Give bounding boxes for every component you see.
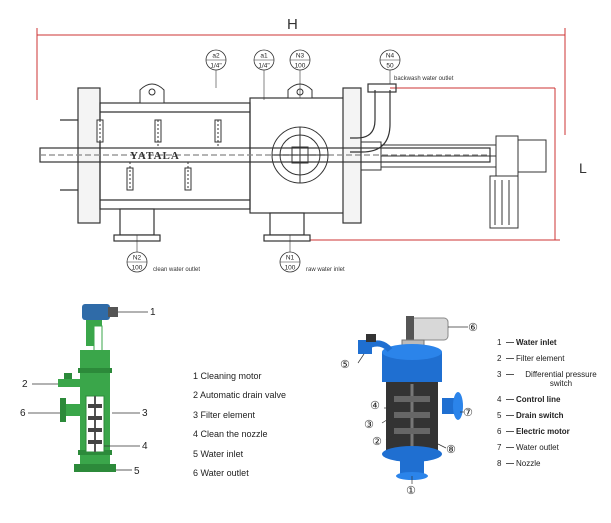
legend-right-number: 3: [497, 370, 502, 379]
label-raw-inlet: raw water inlet: [306, 267, 345, 273]
callout-7: ⑦: [463, 406, 473, 419]
photo-green-filter: 1 2 3 6 4 5: [20, 304, 156, 477]
callout-6: 6: [20, 408, 26, 419]
port-top-label: a2: [212, 53, 220, 60]
cleaning-motor-icon: [82, 304, 110, 320]
motor-assembly: [360, 135, 547, 229]
legend-right-dash: [506, 463, 514, 465]
legend-right-dash: [506, 374, 514, 376]
legend-right-text: Differential pressure switch: [525, 370, 597, 388]
dimension-h: [36, 28, 566, 135]
electric-motor-icon: [409, 317, 449, 341]
engineering-drawing: H L YATALA: [36, 16, 587, 273]
port-bottom-label: 100: [295, 63, 306, 70]
port-bottom-label: 1/4": [258, 63, 270, 70]
dimension-h-label: H: [287, 16, 298, 33]
legend-left-item: 2 Automatic drain valve: [193, 390, 287, 401]
support-lugs: [139, 83, 313, 104]
port-bottom-label: 100: [285, 265, 296, 272]
legend-right-number: 2: [497, 354, 502, 363]
callout-8: ⑧: [446, 443, 456, 456]
callout-4: 4: [142, 441, 148, 452]
legend-right-number: 1: [497, 338, 502, 347]
nozzle-assemblies: [96, 119, 222, 191]
legend-right-text: Control line: [516, 395, 561, 404]
legend-left-item: 1 Cleaning motor: [193, 371, 262, 381]
legend-left-item: 5 Water inlet: [193, 448, 244, 459]
callout-5: 5: [134, 466, 140, 477]
dimension-l: [300, 87, 560, 241]
port-marker: a1 1/4": [253, 49, 275, 100]
port-top-label: N1: [286, 255, 295, 262]
dimension-l-label: L: [579, 160, 587, 176]
legend-right-text: Filter element: [516, 354, 565, 363]
legend-right-dash: [506, 415, 514, 417]
legend-right-item: 3 Differential pressure switch: [497, 370, 606, 388]
legend-right-text: Water outlet: [516, 443, 559, 452]
legend-right-number: 7: [497, 443, 502, 452]
legend-left-item: 4 Clean the nozzle: [193, 429, 268, 440]
callout-3: ③: [364, 418, 374, 431]
callout-3: 3: [142, 408, 148, 419]
legend-right-dash: [506, 447, 514, 449]
callout-1: 1: [150, 307, 156, 318]
port-top-label: a1: [260, 53, 268, 60]
port-top-label: N4: [386, 53, 395, 60]
port-top-label: N2: [133, 255, 142, 262]
legend-right-item: 7 Water outlet: [497, 443, 559, 452]
callout-5: ⑤: [340, 358, 350, 371]
port-bottom-label: 100: [132, 265, 143, 272]
legend-right-text: Water inlet: [516, 338, 557, 347]
legend-right-dash: [506, 399, 514, 401]
callout-2: 2: [22, 379, 28, 390]
bottom-outlets: [113, 208, 311, 242]
legend-right-number: 5: [497, 411, 502, 420]
port-bottom-label: 50: [386, 63, 394, 70]
legend-right-number: 6: [497, 427, 502, 436]
drain-flange: [271, 126, 329, 184]
legend-right-number: 8: [497, 459, 502, 468]
legend-right-item: 4 Control line: [497, 395, 560, 404]
legend-right-item: 6 Electric motor: [497, 427, 570, 436]
legend-right-dash: [506, 358, 514, 360]
brand-mark: YATALA: [130, 150, 180, 162]
callout-1: ①: [406, 484, 416, 497]
legend-left: 1 Cleaning motor 2 Automatic drain valve…: [193, 371, 333, 487]
legend-right-text: Nozzle: [516, 459, 541, 468]
legend-right-item: 2 Filter element: [497, 354, 564, 363]
label-backwash: backwash water outlet: [394, 76, 454, 82]
legend-right-item: 1 Water inlet: [497, 338, 557, 347]
legend-left-item: 6 Water outlet: [193, 467, 249, 478]
photo-blue-filter: ⑥ ⑤ ④ ③ ② ⑧ ⑦ ①: [340, 316, 478, 497]
callout-4: ④: [370, 399, 380, 412]
legend-right-text: Drain switch: [516, 411, 564, 420]
legend-right-item: 8 Nozzle: [497, 459, 540, 468]
port-marker: a2 1/4": [205, 49, 227, 88]
port-bottom-label: 1/4": [210, 63, 222, 70]
legend-right-dash: [506, 431, 514, 433]
callout-6: ⑥: [468, 321, 478, 334]
legend-right-number: 4: [497, 395, 502, 404]
legend-right-dash: [506, 342, 514, 344]
legend-right-text: Electric motor: [516, 427, 570, 436]
water-inlet-flange: [74, 464, 116, 472]
port-top-label: N3: [296, 53, 305, 60]
legend-left-item: 3 Filter element: [193, 409, 256, 420]
label-clean-outlet: clean water outlet: [153, 267, 200, 273]
callout-2: ②: [372, 435, 382, 448]
legend-right-item: 5 Drain switch: [497, 411, 564, 420]
